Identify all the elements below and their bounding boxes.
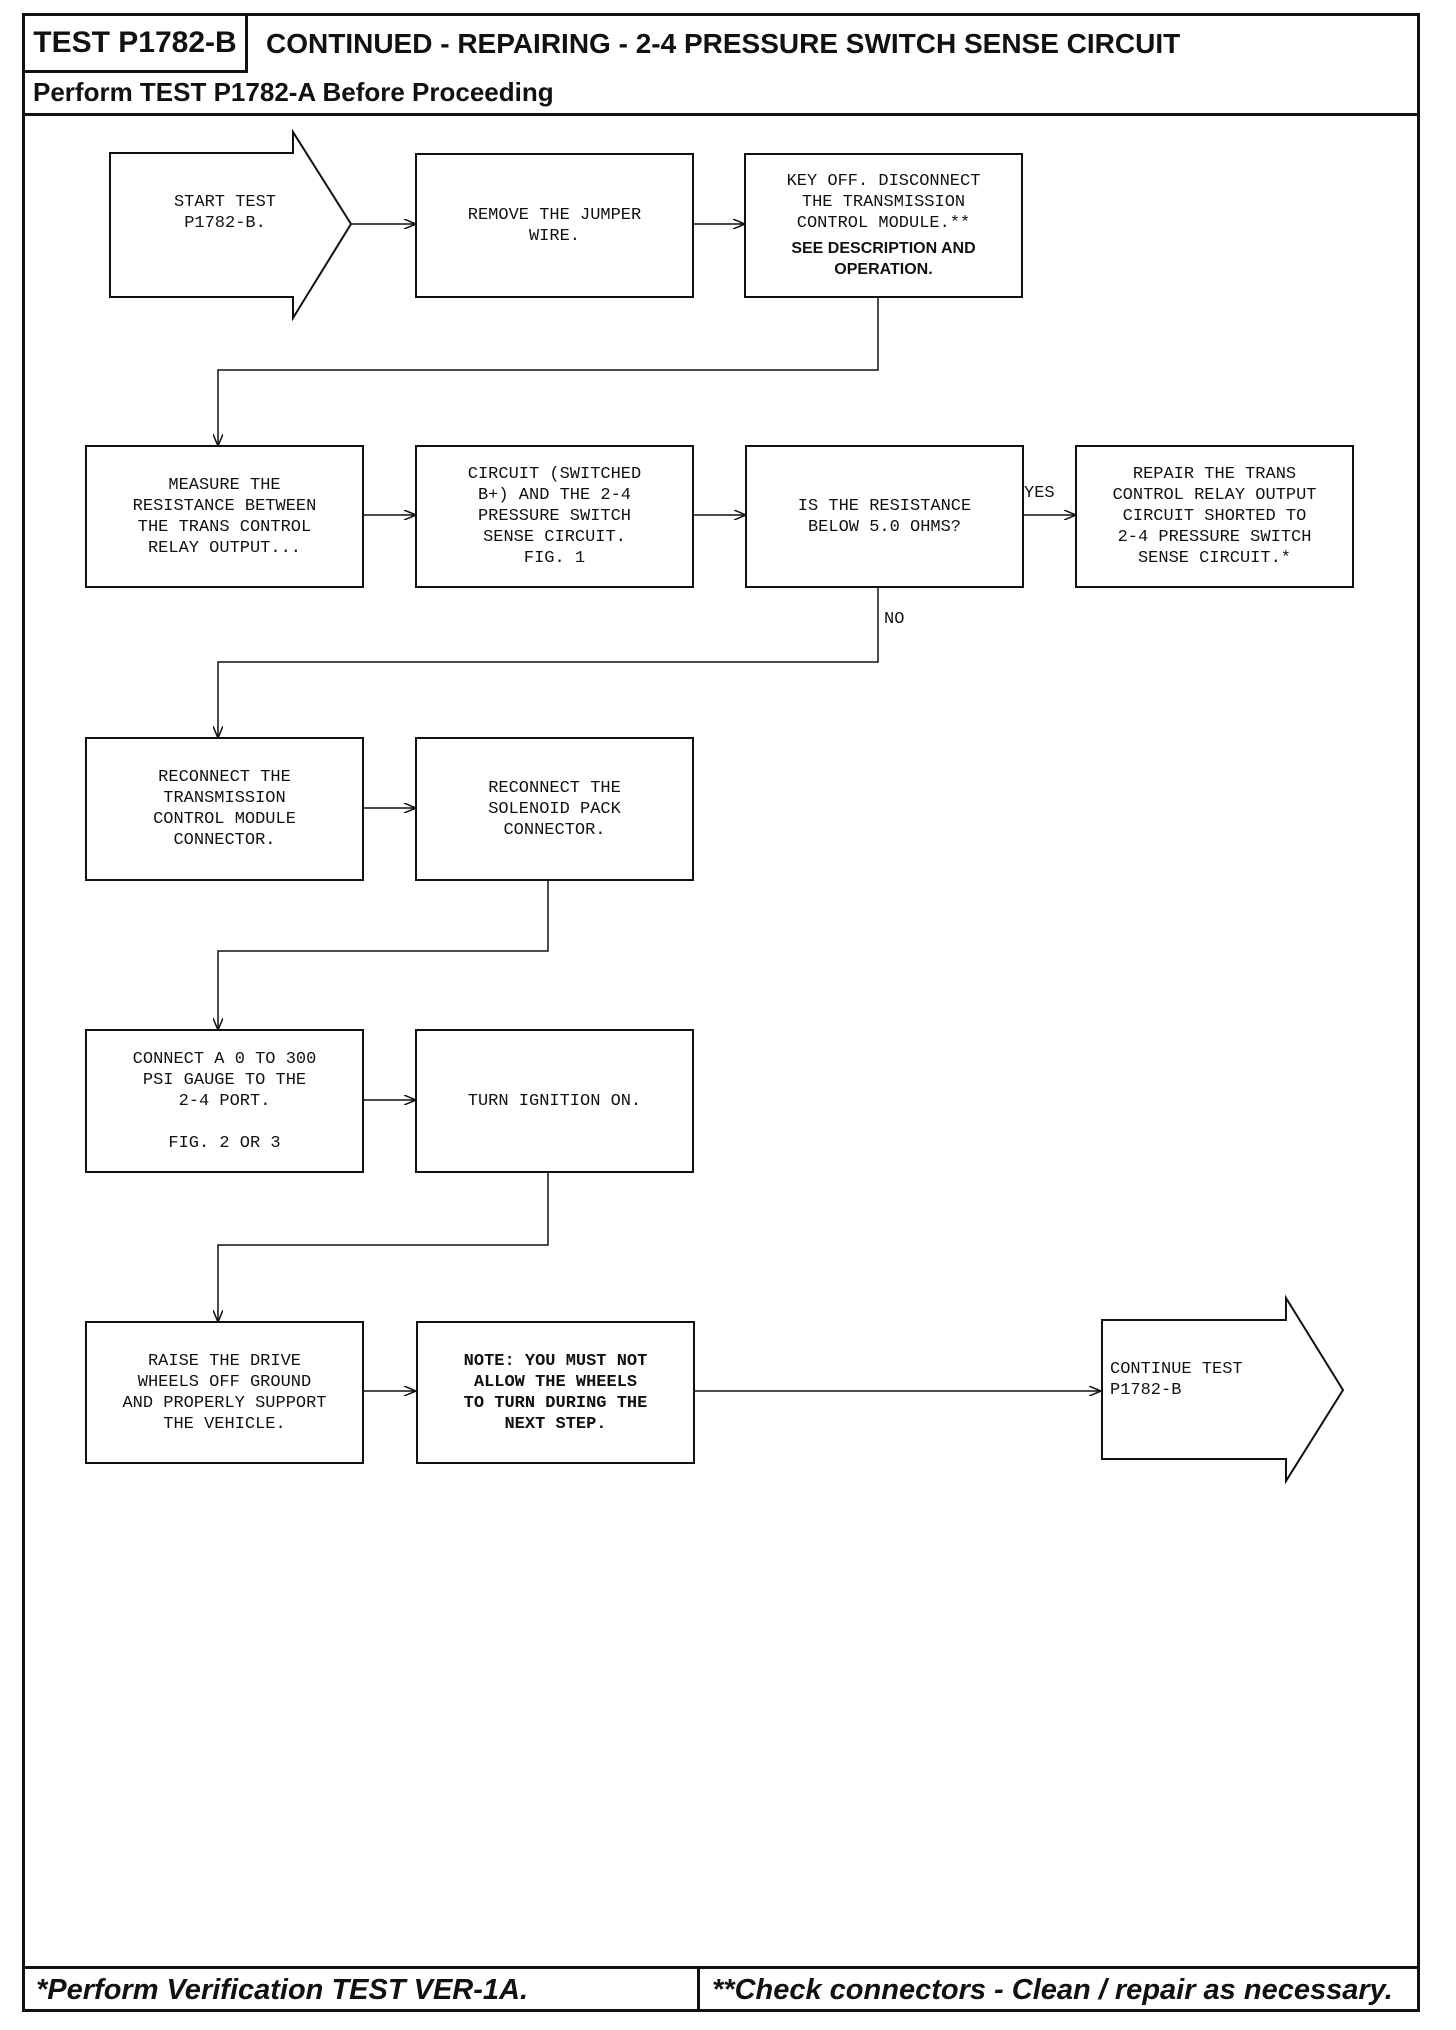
- arrow-no-to-reconnect: [218, 588, 879, 737]
- footer-separator: [697, 1966, 700, 2012]
- branch-no-label: NO: [884, 610, 905, 629]
- step-key-off-text: KEY OFF. DISCONNECT THE TRANSMISSION CON…: [786, 172, 981, 233]
- step-remove-jumper: REMOVE THE JUMPER WIRE.: [415, 153, 694, 298]
- step-raise-wheels: RAISE THE DRIVE WHEELS OFF GROUND AND PR…: [85, 1321, 364, 1464]
- step-reconnect-solenoid: RECONNECT THE SOLENOID PACK CONNECTOR.: [415, 737, 694, 881]
- footer-right-note: **Check connectors - Clean / repair as n…: [712, 1973, 1393, 2006]
- step-circuit: CIRCUIT (SWITCHED B+) AND THE 2-4 PRESSU…: [415, 445, 694, 588]
- header-divider: [22, 113, 1420, 116]
- step-measure: MEASURE THE RESISTANCE BETWEEN THE TRANS…: [85, 445, 364, 588]
- branch-yes-label: YES: [1024, 484, 1055, 503]
- page-title: CONTINUED - REPAIRING - 2-4 PRESSURE SWI…: [266, 28, 1181, 59]
- page-subtitle: Perform TEST P1782-A Before Proceeding: [33, 77, 554, 107]
- step-key-off: KEY OFF. DISCONNECT THE TRANSMISSION CON…: [744, 153, 1023, 298]
- arrow-ignition-to-raise: [218, 1173, 549, 1321]
- step-ignition-on: TURN IGNITION ON.: [415, 1029, 694, 1173]
- step-repair: REPAIR THE TRANS CONTROL RELAY OUTPUT CI…: [1075, 445, 1354, 588]
- step-continue: CONTINUE TEST P1782-B: [1110, 1360, 1243, 1400]
- step-connect-gauge: CONNECT A 0 TO 300 PSI GAUGE TO THE 2-4 …: [85, 1029, 364, 1173]
- step-key-off-note: SEE DESCRIPTION AND OPERATION.: [791, 240, 976, 278]
- page-frame: [22, 13, 1420, 2012]
- test-id-label: TEST P1782-B: [22, 13, 248, 73]
- continue-arrow-shape: [1101, 1294, 1345, 1485]
- step-reconnect-tcm: RECONNECT THE TRANSMISSION CONTROL MODUL…: [85, 737, 364, 881]
- start-arrow-shape: [109, 128, 353, 322]
- footer-left-note: *Perform Verification TEST VER-1A.: [36, 1973, 529, 2006]
- step-question: IS THE RESISTANCE BELOW 5.0 OHMS?: [745, 445, 1024, 588]
- step-start: START TEST P1782-B.: [173, 193, 277, 233]
- step-note: NOTE: YOU MUST NOT ALLOW THE WHEELS TO T…: [416, 1321, 695, 1464]
- arrow-keyoff-to-measure: [218, 298, 879, 445]
- footer-divider: [22, 1966, 1420, 1969]
- arrow-solenoid-to-gauge: [218, 881, 549, 1029]
